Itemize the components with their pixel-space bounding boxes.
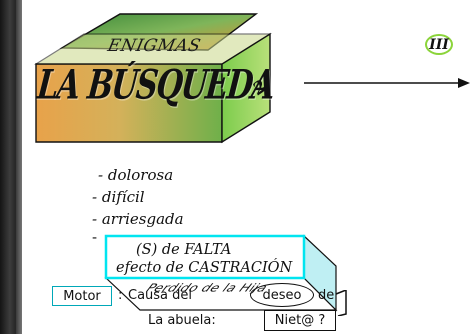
enigmas-label: ENIGMAS (105, 36, 203, 56)
qualifier-dash: - (92, 228, 98, 246)
right-arrow-icon (304, 78, 470, 88)
motor-colon: : (118, 288, 123, 303)
banner-3d-shape (33, 13, 273, 144)
roman-numeral-badge: III (425, 34, 453, 55)
castracion-label: efecto de CASTRACIÓN (116, 260, 293, 276)
motor-label-box: Motor (52, 286, 112, 306)
banner-title: LA BÚSQUEDA (35, 62, 276, 110)
de-text: de (318, 288, 335, 303)
falta-label: (S) de FALTA (136, 242, 232, 258)
qualifier-item: - difícil (92, 188, 145, 206)
bracket-connector-icon (335, 290, 347, 316)
causa-text: Causa del (128, 288, 193, 303)
title-banner: ENIGMAS LA BÚSQUEDA 2 (32, 10, 284, 158)
deseo-oval: deseo (250, 283, 314, 307)
qualifier-item: - dolorosa (98, 166, 174, 184)
left-edge-photo-strip (0, 0, 22, 334)
qualifier-item: - arriesgada (92, 210, 184, 228)
abuela-text: La abuela: (148, 313, 216, 328)
niet-box: Niet@ ? (264, 310, 336, 331)
